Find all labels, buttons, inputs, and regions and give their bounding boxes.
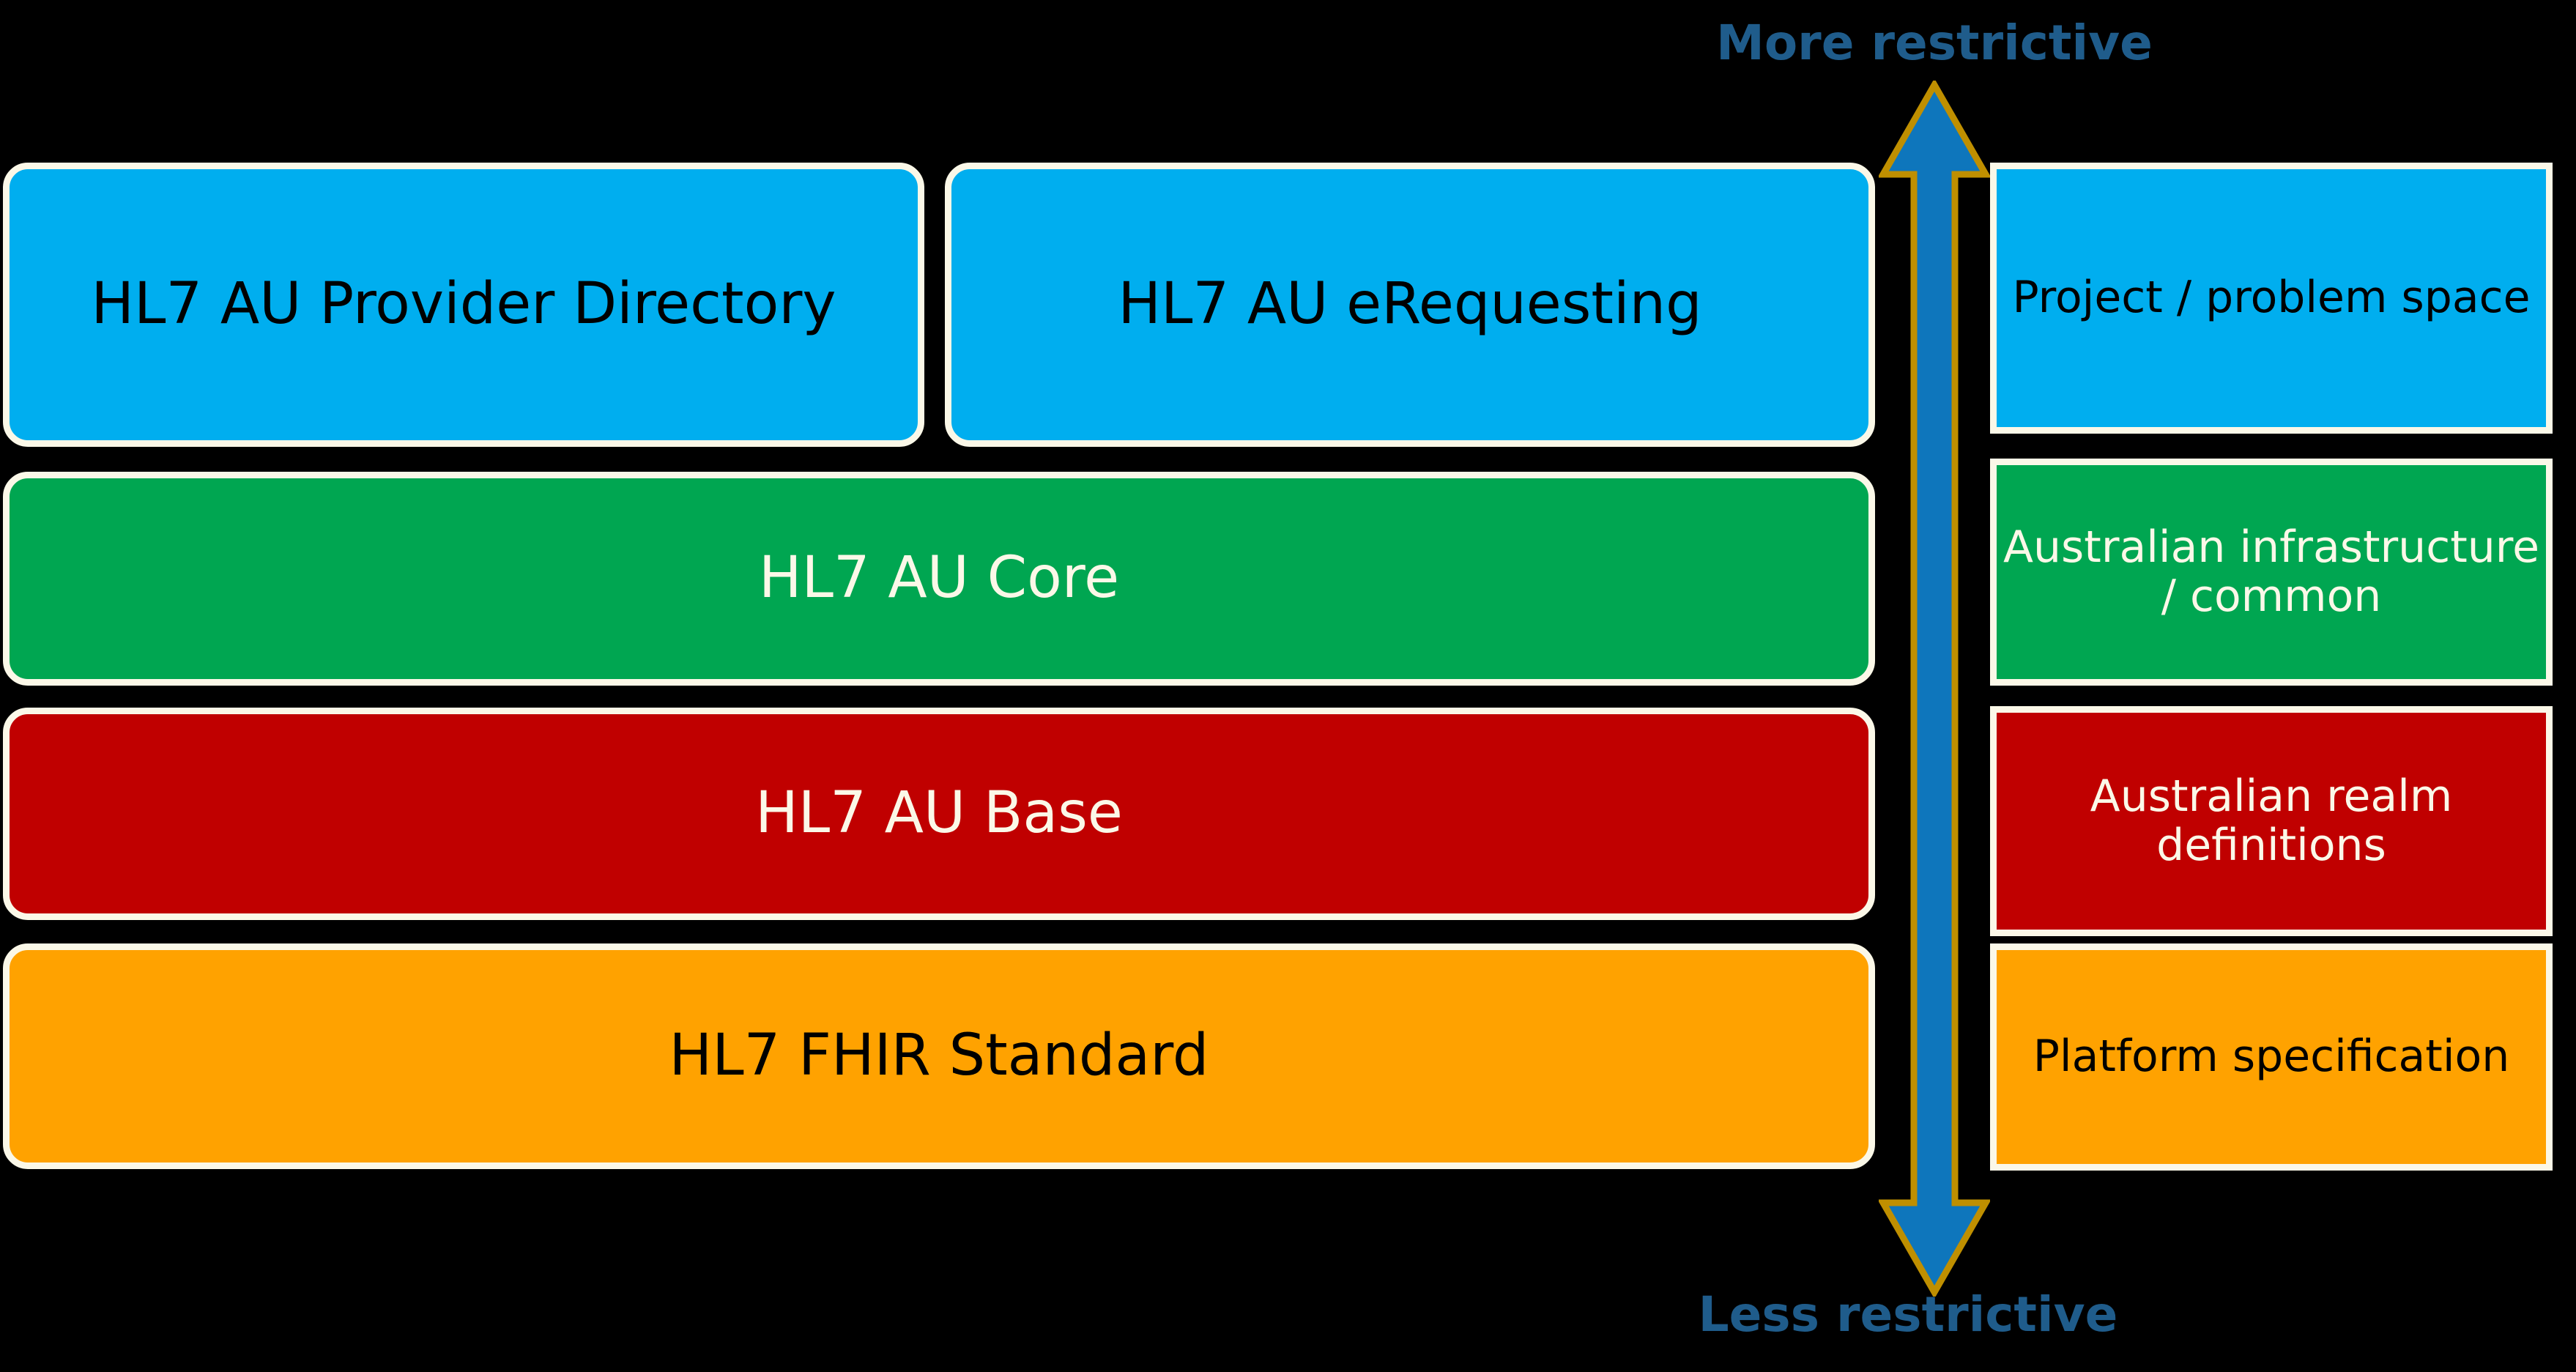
stack-box-hl7-au-provider-directory[interactable]: HL7 AU Provider Directory — [3, 163, 924, 447]
double-headed-vertical-arrow-svg — [1879, 81, 1990, 1297]
stack-box-hl7-au-base[interactable]: HL7 AU Base — [3, 708, 1875, 920]
legend-item-platform-specification[interactable]: Platform specification — [1990, 943, 2553, 1171]
arrow-shape — [1879, 81, 1990, 1297]
stack-box-hl7-au-core[interactable]: HL7 AU Core — [3, 472, 1875, 686]
legend-item-australian-realm-definitions[interactable]: Australian realm definitions — [1990, 706, 2553, 936]
axis-caption-less-restrictive: Less restrictive — [1698, 1286, 2118, 1343]
legend-item-project-problem-space[interactable]: Project / problem space — [1990, 163, 2553, 434]
double-headed-vertical-arrow-icon — [1879, 81, 1990, 1297]
stack-box-hl7-fhir-standard[interactable]: HL7 FHIR Standard — [3, 943, 1875, 1169]
legend-item-australian-infrastructure-common[interactable]: Australian infrastructure / common — [1990, 459, 2553, 686]
stack-box-hl7-au-erequesting[interactable]: HL7 AU eRequesting — [945, 163, 1875, 447]
axis-caption-more-restrictive: More restrictive — [1716, 15, 2153, 71]
